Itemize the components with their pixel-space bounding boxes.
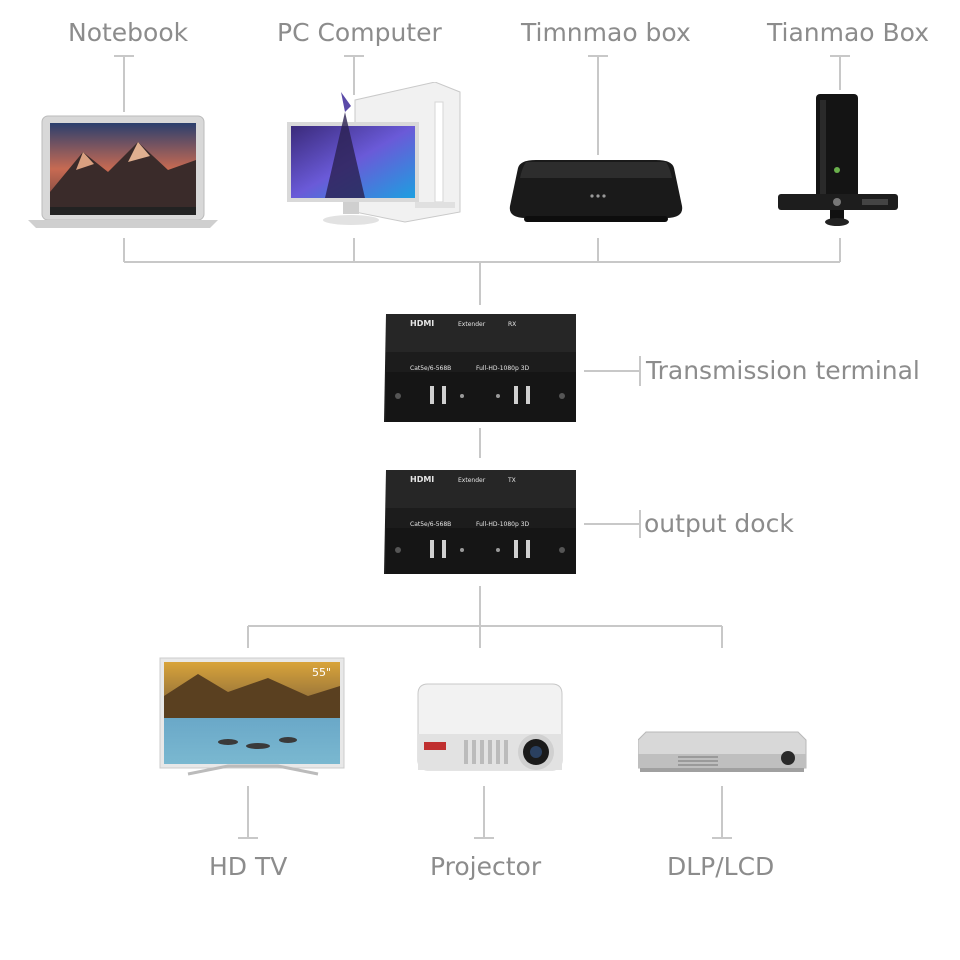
game-console-icon: [778, 94, 898, 226]
pc-computer-icon: [287, 82, 461, 225]
source-label-timnmao-box: Timnmao box: [521, 18, 691, 47]
transmitter-tag: RX: [508, 321, 516, 328]
source-label-notebook: Notebook: [68, 18, 189, 47]
output-label-hd-tv: HD TV: [209, 852, 288, 881]
transmitter-model: Extender: [458, 321, 486, 328]
transmitter-spec-right: Full-HD-1080p 3D: [476, 365, 530, 372]
receiver-label: output dock: [644, 509, 794, 538]
receiver-tag: TX: [507, 477, 516, 484]
tv-size-badge: 55": [312, 666, 331, 679]
transmitter-brand: HDMI: [410, 319, 434, 328]
transmitter-device: HDMI Extender RX Cat5e/6-568B Full-HD-10…: [384, 314, 576, 422]
receiver-device: HDMI Extender TX Cat5e/6-568B Full-HD-10…: [384, 470, 576, 574]
dlp-projector-icon: [638, 731, 807, 772]
receiver-spec-right: Full-HD-1080p 3D: [476, 521, 530, 528]
laptop-icon: [28, 115, 218, 228]
tv-box-icon: [509, 160, 683, 222]
transmitter-label: Transmission terminal: [646, 356, 920, 385]
projector-icon: [417, 683, 563, 771]
transmitter-spec-left: Cat5e/6-568B: [410, 365, 451, 372]
output-label-dlp-lcd: DLP/LCD: [667, 852, 775, 881]
source-label-pc-computer: PC Computer: [277, 18, 442, 47]
receiver-spec-left: Cat5e/6-568B: [410, 521, 451, 528]
receiver-brand: HDMI: [410, 475, 434, 484]
output-label-projector: Projector: [430, 852, 542, 881]
receiver-model: Extender: [458, 477, 486, 484]
source-label-tianmao-box: Tianmao Box: [767, 18, 929, 47]
tv-icon: 55": [159, 657, 345, 776]
